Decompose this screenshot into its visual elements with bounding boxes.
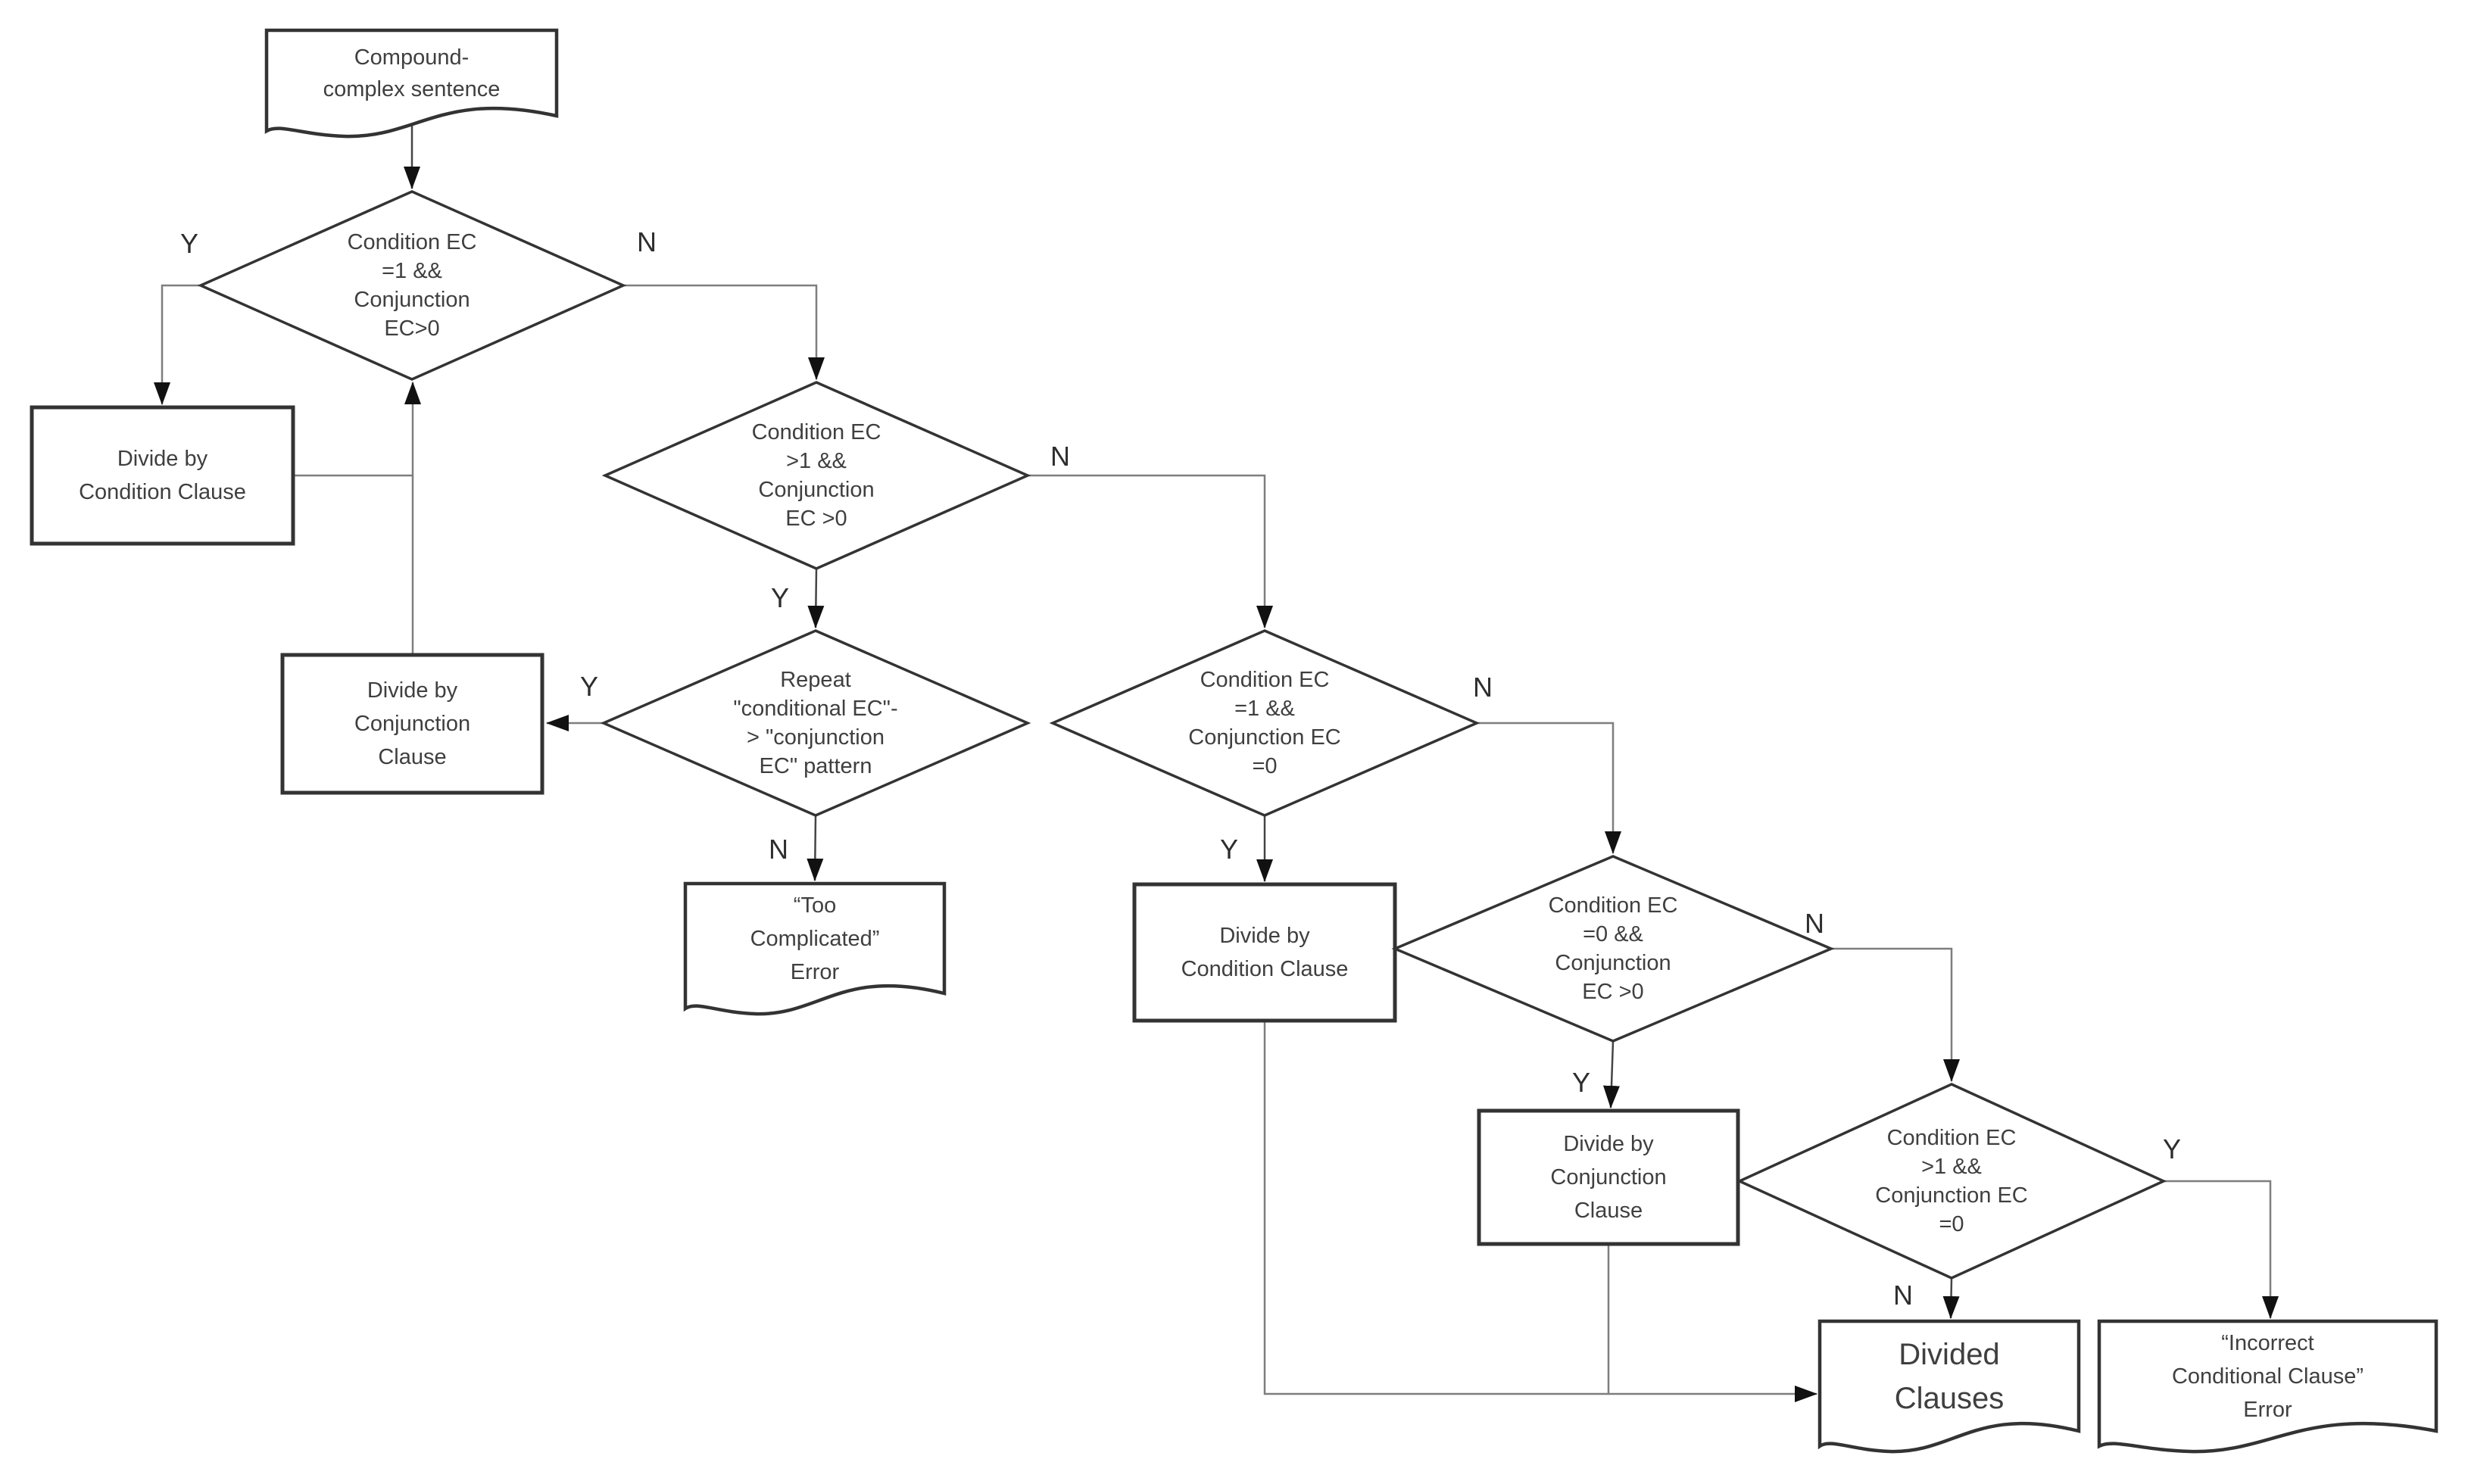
d3-decision-shape <box>600 629 1031 817</box>
d5-decision-shape <box>1391 855 1835 1043</box>
edge-d6-yes-to-incorrect-error <box>2164 1180 2279 1319</box>
edge-d6-no-to-divided-clauses <box>1942 1277 1960 1319</box>
edge-d1-yes-to-divide-condition <box>154 284 201 405</box>
edge-divide-condition-2-to-divided-clauses <box>1263 1021 1817 1402</box>
d6-decision-shape <box>1736 1083 2167 1280</box>
edge-d5-no-to-d6 <box>1831 947 1960 1082</box>
d4-decision-shape <box>1049 629 1480 817</box>
divide-conjunction-first-shape <box>280 653 544 795</box>
edge-d4-no-to-d5 <box>1477 722 1621 854</box>
divide-condition-second-shape <box>1132 882 1397 1023</box>
divided-clauses-document-shape <box>1817 1319 2081 1454</box>
start-document-shape <box>264 28 559 139</box>
too-complicated-document-shape <box>683 881 947 1016</box>
edge-d1-no-to-d2 <box>623 284 825 380</box>
incorrect-error-document-shape <box>2097 1319 2438 1454</box>
d1-decision-shape <box>197 190 627 381</box>
d2-decision-shape <box>601 381 1031 570</box>
edge-d3-no-to-too-complicated <box>807 815 824 881</box>
divide-conjunction-second-shape <box>1477 1108 1740 1246</box>
edge-d5-yes-to-divide-conjunction-2 <box>1602 1040 1620 1108</box>
edge-d2-no-to-d4 <box>1028 474 1273 628</box>
divide-condition-first-shape <box>30 405 295 546</box>
